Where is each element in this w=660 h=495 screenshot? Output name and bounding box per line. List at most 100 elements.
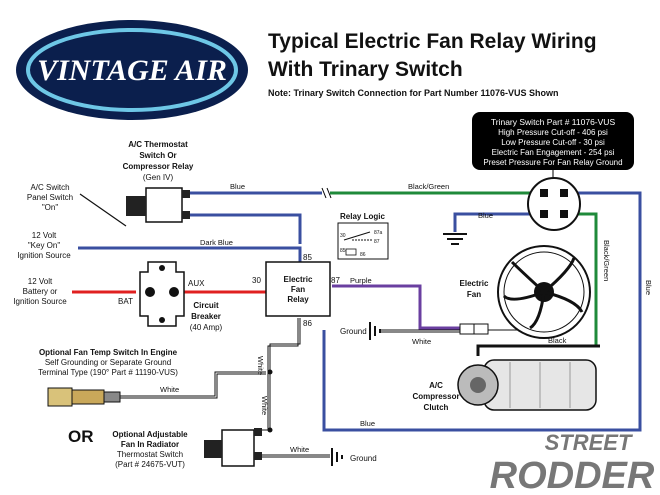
svg-text:Compressor Relay: Compressor Relay [123,162,194,171]
label-wire-blue-bottom: Blue [360,419,375,428]
wire-blue-loop [322,191,642,432]
svg-text:30: 30 [252,276,261,285]
breaker-labels: AUX BAT Circuit Breaker (40 Amp) [118,279,223,332]
logo-text: VINTAGE AIR [37,54,227,87]
fan-relay [265,261,331,317]
svg-text:Self Grounding or Separate Gro: Self Grounding or Separate Ground [45,358,171,367]
vintage-air-logo: VINTAGE AIR [16,20,248,120]
label-wire-blue-top: Blue [230,182,245,191]
wire-white-relay [255,318,299,431]
svg-text:86: 86 [360,252,366,258]
note-text: Note: Trinary Switch Connection for Part… [268,88,559,98]
ground-fan-label: Ground [340,327,367,336]
title-line2: With Trinary Switch [268,58,463,81]
svg-text:Breaker: Breaker [191,312,221,321]
svg-text:Switch Or: Switch Or [139,151,176,160]
ground-symbol-fan [369,322,381,340]
adjustable-switch-labels: Optional Adjustable Fan In Radiator Ther… [112,430,188,469]
or-text: OR [68,427,94,446]
svg-text:(40 Amp): (40 Amp) [190,323,223,332]
relay-logic-labels: Relay Logic 30 87a 87 85 86 [340,212,385,258]
svg-text:Fan In Radiator: Fan In Radiator [121,440,179,449]
key-on-label: 12 Volt "Key On" Ignition Source [17,231,71,260]
label-wire-white-bottom: White [290,445,309,454]
fan-connector-b [473,323,489,335]
svg-text:Relay Logic: Relay Logic [340,212,385,221]
svg-text:85: 85 [303,253,312,262]
battery-label: 12 Volt Battery or Ignition Source [13,277,67,306]
svg-text:Electric: Electric [460,279,489,288]
trinary-line1: Trinary Switch Part # 11076-VUS [491,117,616,127]
fan-temp-labels: Optional Fan Temp Switch In Engine Self … [38,348,178,377]
svg-text:Circuit: Circuit [193,301,219,310]
svg-text:(Gen IV): (Gen IV) [143,173,174,182]
svg-text:Terminal Type (190° Part # 111: Terminal Type (190° Part # 11190-VUS) [38,368,178,377]
thermostat-label: A/C Thermostat Switch Or Compressor Rela… [123,140,194,182]
label-wire-black-green-vertical: Black/Green [602,240,611,281]
title-line1: Typical Electric Fan Relay Wiring [268,30,597,53]
svg-text:Panel Switch: Panel Switch [27,193,73,202]
trinary-line2: High Pressure Cut-off - 406 psi [498,128,608,137]
svg-text:Ignition Source: Ignition Source [17,251,71,260]
label-wire-black: Black [548,336,567,345]
svg-text:Thermostat Switch: Thermostat Switch [117,450,183,459]
svg-text:Battery or: Battery or [23,287,58,296]
svg-text:A/C: A/C [429,381,443,390]
svg-text:A/C Switch: A/C Switch [30,183,69,192]
svg-text:Electric: Electric [284,275,313,284]
ground-symbol-bottom [331,448,343,466]
svg-text:87a: 87a [374,230,383,236]
ground-bottom-label: Ground [350,454,377,463]
ac-switch-label: A/C Switch Panel Switch "On" [27,183,73,212]
svg-text:87: 87 [374,239,380,245]
ac-compressor [457,359,597,411]
label-wire-blue-ground: Blue [478,211,493,220]
compressor-labels: A/C Compressor Clutch [412,381,459,412]
svg-text:Clutch: Clutch [424,403,449,412]
svg-text:Relay: Relay [287,295,309,304]
label-wire-white-sensor: White [160,385,179,394]
fan-labels: Electric Fan [460,279,489,299]
svg-text:A/C Thermostat: A/C Thermostat [128,140,188,149]
svg-text:"Key On": "Key On" [28,241,61,250]
svg-text:Ignition Source: Ignition Source [13,297,67,306]
ground-symbol-trinary [443,233,467,245]
svg-text:86: 86 [303,319,312,328]
trinary-info-box: Trinary Switch Part # 11076-VUS High Pre… [472,112,634,182]
label-wire-black-green-top: Black/Green [408,182,449,191]
svg-text:STREET: STREET [545,430,633,455]
svg-text:Optional Adjustable: Optional Adjustable [112,430,188,439]
svg-text:"On": "On" [42,203,59,212]
svg-text:Compressor: Compressor [412,392,459,401]
svg-text:12 Volt: 12 Volt [28,277,53,286]
wire-blue-thermostat-lower [190,213,302,244]
label-wire-purple: Purple [350,276,372,285]
svg-text:12 Volt: 12 Volt [32,231,57,240]
svg-text:AUX: AUX [188,279,205,288]
fan-relay-labels: Electric Fan Relay 85 30 87 86 [252,253,340,328]
svg-text:RODDER: RODDER [490,455,655,495]
circuit-breaker [139,261,185,327]
svg-text:BAT: BAT [118,297,133,306]
wire-purple [332,284,460,330]
fan-temp-sensor [47,387,121,407]
street-rodder-logo: STREET RODDER [490,430,655,495]
trinary-line5: Preset Pressure For Fan Relay Ground [483,158,622,167]
label-wire-white-fan: White [412,337,431,346]
fan-connector-a [459,323,475,335]
label-wire-white-lower: White [260,396,269,415]
thermostat-relay [126,187,190,223]
label-wire-blue-right: Blue [644,280,653,295]
adjustable-thermostat-switch [204,428,262,467]
svg-text:Fan: Fan [291,285,305,294]
electric-fan [497,245,591,339]
svg-text:Optional Fan Temp Switch In En: Optional Fan Temp Switch In Engine [39,348,178,357]
svg-text:85: 85 [340,248,346,254]
svg-text:Fan: Fan [467,290,481,299]
svg-text:30: 30 [340,233,346,239]
wire-black [476,344,600,356]
trinary-switch [527,177,581,231]
svg-text:87: 87 [331,276,340,285]
svg-text:(Part # 24675-VUT): (Part # 24675-VUT) [115,460,185,469]
